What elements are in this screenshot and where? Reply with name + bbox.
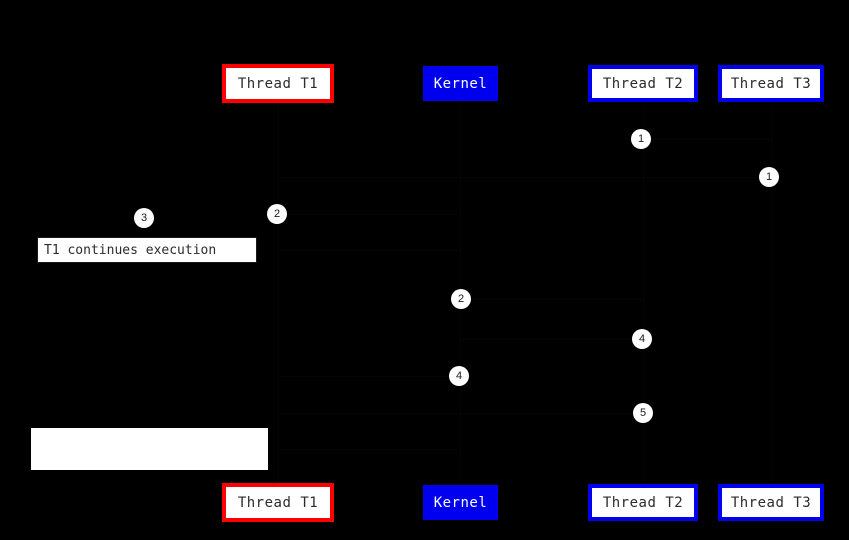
participant-footer-kernel[interactable]: Kernel xyxy=(423,485,498,520)
message-arrow-msg-7 xyxy=(278,376,460,377)
note-label: T1 continues execution xyxy=(44,242,217,258)
message-arrow-msg-9 xyxy=(278,449,460,450)
message-arrow-msg-1 xyxy=(643,139,771,140)
participant-footer-t1[interactable]: Thread T1 xyxy=(222,483,334,522)
badge-t1-3: 3 xyxy=(134,208,154,228)
note-blank xyxy=(31,428,268,470)
participant-footer-t2[interactable]: Thread T2 xyxy=(588,484,698,521)
badge-kernel-4: 4 xyxy=(449,366,469,386)
participant-header-kernel[interactable]: Kernel xyxy=(423,66,498,101)
badge-t2-1: 1 xyxy=(631,129,651,149)
participant-footer-t3[interactable]: Thread T3 xyxy=(718,484,824,521)
participant-label: Thread T3 xyxy=(730,494,812,511)
message-arrow-msg-8 xyxy=(278,413,643,414)
participant-label: Thread T2 xyxy=(602,75,684,92)
participant-label: Thread T1 xyxy=(237,75,319,92)
badge-t2-4: 4 xyxy=(632,329,652,349)
message-arrow-msg-5 xyxy=(460,299,643,300)
participant-header-t3[interactable]: Thread T3 xyxy=(718,65,824,102)
badge-t2-5: 5 xyxy=(633,403,653,423)
lifeline-t2 xyxy=(643,102,644,484)
participant-label: Kernel xyxy=(433,75,488,92)
lifeline-t3 xyxy=(771,102,772,484)
lifeline-t1 xyxy=(278,103,279,483)
participant-label: Thread T3 xyxy=(730,75,812,92)
note-t1-continues: T1 continues execution xyxy=(37,237,257,263)
message-arrow-msg-2 xyxy=(278,177,771,178)
participant-label: Thread T2 xyxy=(602,494,684,511)
participant-label: Kernel xyxy=(433,494,488,511)
badge-t1-2: 2 xyxy=(267,204,287,224)
message-arrow-msg-6 xyxy=(460,339,643,340)
badge-kernel-2: 2 xyxy=(451,289,471,309)
participant-label: Thread T1 xyxy=(237,494,319,511)
participant-header-t2[interactable]: Thread T2 xyxy=(588,65,698,102)
message-arrow-msg-4 xyxy=(278,250,460,251)
badge-t3-1: 1 xyxy=(759,167,779,187)
participant-header-t1[interactable]: Thread T1 xyxy=(222,64,334,103)
message-arrow-msg-3 xyxy=(278,214,460,215)
